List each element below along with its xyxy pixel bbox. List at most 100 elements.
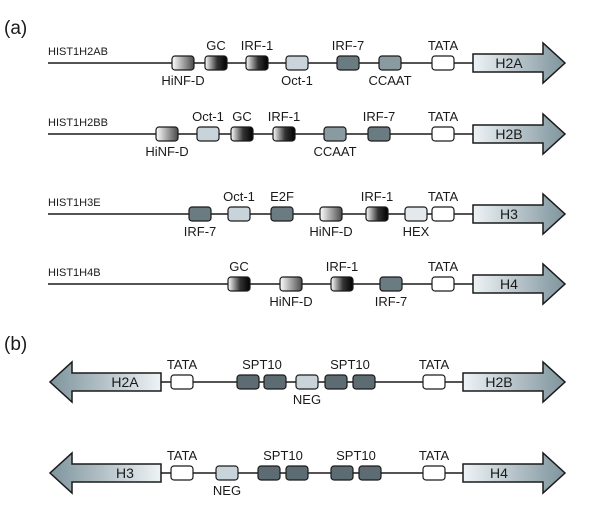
- element-label: IRF-1: [326, 259, 359, 274]
- element-label: NEG: [293, 392, 321, 407]
- gene-arrow-label: H3: [116, 465, 134, 481]
- gene-name: HIST1H4B: [48, 267, 101, 279]
- gene-arrow-right: [462, 451, 567, 495]
- element-hinfd: [171, 55, 195, 71]
- element-label: IRF-7: [332, 38, 365, 53]
- element-label: IRF-7: [363, 109, 396, 124]
- element-label: TATA: [428, 109, 459, 124]
- panel-label-b: (b): [4, 334, 27, 355]
- element-label: CCAAT: [313, 144, 356, 159]
- element-gc: [230, 126, 254, 142]
- element-label: HiNF-D: [145, 144, 188, 159]
- element-neg: [215, 465, 239, 481]
- element-irf1: [365, 206, 389, 222]
- element-hinfd: [155, 126, 179, 142]
- element-neg: [295, 374, 319, 390]
- element-label: Oct-1: [281, 73, 313, 88]
- gene-arrow-right: [462, 360, 567, 404]
- gene-arrow-left: [48, 451, 162, 495]
- element-spt10: [263, 374, 287, 390]
- element-label: HEX: [403, 224, 430, 239]
- element-label: IRF-1: [241, 38, 274, 53]
- element-label: HiNF-D: [161, 73, 204, 88]
- gene-arrow-label: H3: [500, 206, 518, 222]
- element-gc: [204, 55, 228, 71]
- element-label: SPT10: [336, 448, 376, 463]
- element-hinfd: [279, 276, 303, 292]
- element-label: GC: [206, 38, 226, 53]
- element-e2f: [270, 206, 294, 222]
- element-irf1: [330, 276, 354, 292]
- gene-name: HIST1H3E: [48, 197, 101, 209]
- element-label: TATA: [428, 259, 459, 274]
- gene-name: HIST1H2BB: [48, 117, 108, 129]
- gene-arrow-label: H2A: [111, 374, 139, 390]
- element-spt10: [257, 465, 281, 481]
- gene-arrow: [472, 41, 567, 85]
- element-tata: [170, 374, 194, 390]
- element-label: IRF-1: [361, 189, 394, 204]
- element-irf7: [188, 206, 212, 222]
- element-label: Oct-1: [192, 109, 224, 124]
- element-label: TATA: [428, 38, 459, 53]
- element-label: NEG: [213, 483, 241, 498]
- gene-arrow: [472, 262, 567, 306]
- element-spt10: [324, 374, 348, 390]
- element-tata: [422, 374, 446, 390]
- element-spt10: [330, 465, 354, 481]
- element-label: GC: [232, 109, 252, 124]
- element-oct1: [285, 55, 309, 71]
- element-label: TATA: [419, 448, 450, 463]
- element-tata: [431, 276, 455, 292]
- element-label: TATA: [167, 357, 198, 372]
- gene-arrow-label: H4: [490, 465, 508, 481]
- gene-arrow-label: H4: [500, 276, 518, 292]
- gene-arrow: [472, 112, 567, 156]
- gene-arrow-label: H2A: [495, 55, 523, 71]
- element-label: TATA: [167, 448, 198, 463]
- element-label: SPT10: [242, 357, 282, 372]
- element-irf7: [367, 126, 391, 142]
- element-spt10: [352, 374, 376, 390]
- element-spt10: [285, 465, 309, 481]
- element-irf7: [336, 55, 360, 71]
- element-oct1: [196, 126, 220, 142]
- element-label: SPT10: [330, 357, 370, 372]
- element-ccaat: [378, 55, 402, 71]
- element-hinfd: [319, 206, 343, 222]
- element-gc: [227, 276, 251, 292]
- panel-label-a: (a): [4, 18, 27, 39]
- element-label: HiNF-D: [269, 294, 312, 309]
- gene-name: HIST1H2AB: [48, 46, 108, 58]
- element-irf1: [272, 126, 296, 142]
- element-label: HiNF-D: [309, 224, 352, 239]
- element-label: E2F: [270, 189, 294, 204]
- element-irf1: [245, 55, 269, 71]
- element-label: TATA: [419, 357, 450, 372]
- element-label: Oct-1: [223, 189, 255, 204]
- element-ccaat: [323, 126, 347, 142]
- gene-arrow-label: H2B: [495, 126, 522, 142]
- element-label: CCAAT: [368, 73, 411, 88]
- element-oct1: [227, 206, 251, 222]
- element-label: SPT10: [263, 448, 303, 463]
- element-tata: [170, 465, 194, 481]
- gene-arrow: [472, 192, 567, 236]
- element-label: IRF-7: [184, 224, 217, 239]
- gene-arrow-label: H2B: [485, 374, 512, 390]
- element-tata: [422, 465, 446, 481]
- element-irf7: [379, 276, 403, 292]
- gene-arrow-left: [48, 360, 162, 404]
- element-label: TATA: [428, 189, 459, 204]
- element-label: IRF-1: [268, 109, 301, 124]
- element-spt10: [358, 465, 382, 481]
- element-label: GC: [229, 259, 249, 274]
- element-tata: [431, 206, 455, 222]
- element-tata: [431, 126, 455, 142]
- element-hex: [404, 206, 428, 222]
- element-tata: [431, 55, 455, 71]
- element-spt10: [236, 374, 260, 390]
- element-label: IRF-7: [375, 294, 408, 309]
